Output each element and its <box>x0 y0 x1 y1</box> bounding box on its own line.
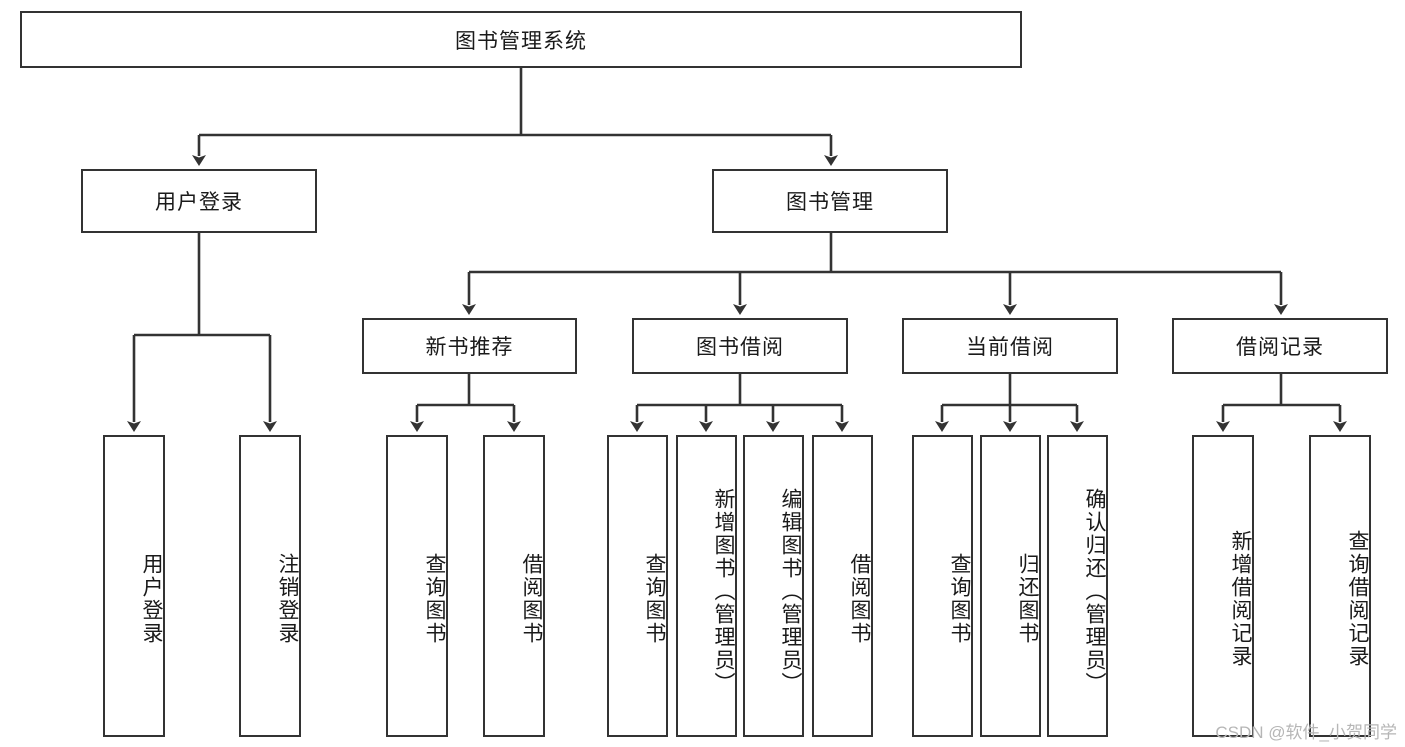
node-root-book-management-system[interactable]: 图书管理系统 <box>20 11 1022 68</box>
leaf-borrow-record-query-record[interactable]: 查询借阅记录 <box>1309 435 1371 737</box>
leaf-borrow-record-add-record[interactable]: 新增借阅记录 <box>1192 435 1254 737</box>
node-borrow-record[interactable]: 借阅记录 <box>1172 318 1388 374</box>
node-label: 图书借阅 <box>696 336 784 359</box>
node-label: 用户登录 <box>140 553 163 645</box>
watermark: CSDN @软件_小贺同学 <box>1215 723 1397 742</box>
node-label: 编辑图书（管理员） <box>779 487 802 695</box>
node-label: 用户登录 <box>155 191 243 214</box>
node-label: 查询图书 <box>948 553 971 645</box>
node-label: 归还图书 <box>1016 553 1039 645</box>
node-label: 图书管理 <box>786 191 874 214</box>
node-label: 查询图书 <box>643 553 666 645</box>
leaf-current-borrow-query-book[interactable]: 查询图书 <box>912 435 973 737</box>
leaf-current-borrow-confirm-return-admin[interactable]: 确认归还（管理员） <box>1047 435 1108 737</box>
leaf-current-borrow-return-book[interactable]: 归还图书 <box>980 435 1041 737</box>
node-book-borrow[interactable]: 图书借阅 <box>632 318 848 374</box>
leaf-new-book-borrow-book[interactable]: 借阅图书 <box>483 435 545 737</box>
node-user-login[interactable]: 用户登录 <box>81 169 317 233</box>
node-label: 新增借阅记录 <box>1229 530 1252 668</box>
node-label: 注销登录 <box>276 553 299 645</box>
leaf-user-login-logout[interactable]: 注销登录 <box>239 435 301 737</box>
leaf-new-book-query-book[interactable]: 查询图书 <box>386 435 448 737</box>
node-label: 查询借阅记录 <box>1346 530 1369 668</box>
node-label: 借阅图书 <box>848 553 871 645</box>
node-label: 当前借阅 <box>966 336 1054 359</box>
leaf-book-borrow-query-book[interactable]: 查询图书 <box>607 435 668 737</box>
node-label: 借阅记录 <box>1236 336 1324 359</box>
node-label: 图书管理系统 <box>455 29 587 53</box>
node-label: 新书推荐 <box>425 336 514 359</box>
leaf-book-borrow-edit-book-admin[interactable]: 编辑图书（管理员） <box>743 435 804 737</box>
leaf-book-borrow-add-book-admin[interactable]: 新增图书（管理员） <box>676 435 737 737</box>
node-label: 确认归还（管理员） <box>1083 487 1106 695</box>
node-current-borrow[interactable]: 当前借阅 <box>902 318 1118 374</box>
node-new-book-recommend[interactable]: 新书推荐 <box>362 318 577 374</box>
leaf-book-borrow-borrow-book[interactable]: 借阅图书 <box>812 435 873 737</box>
node-label: 查询图书 <box>423 553 446 645</box>
node-label: 新增图书（管理员） <box>712 487 735 695</box>
node-book-management[interactable]: 图书管理 <box>712 169 948 233</box>
node-label: 借阅图书 <box>520 553 543 645</box>
leaf-user-login-login[interactable]: 用户登录 <box>103 435 165 737</box>
